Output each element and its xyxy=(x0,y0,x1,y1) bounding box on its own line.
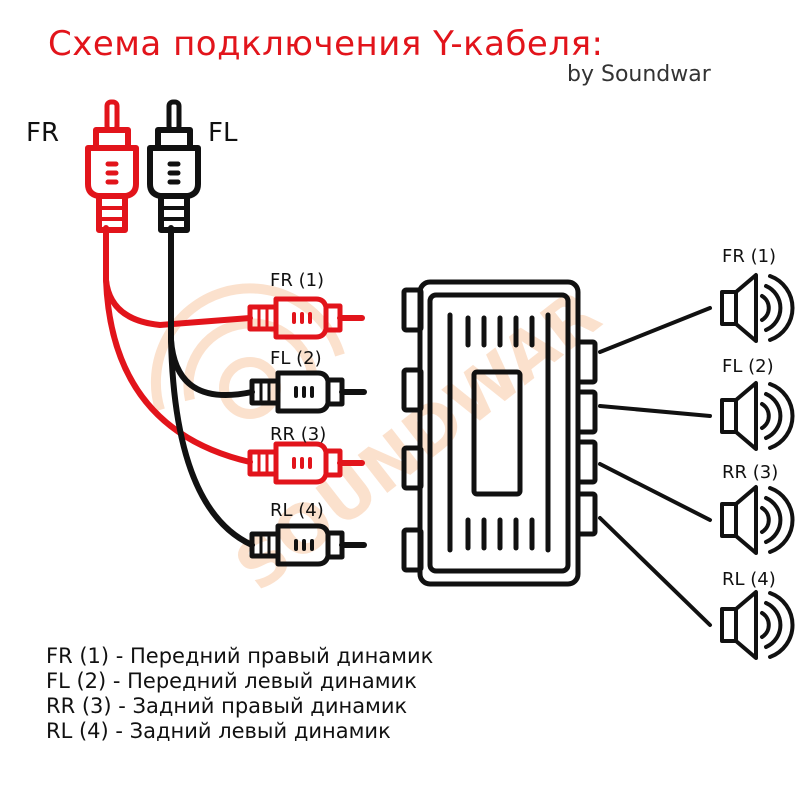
amplifier-icon xyxy=(401,279,598,587)
rca-plug-icon xyxy=(150,102,198,230)
connector-label-fl: FL (2) xyxy=(270,348,322,369)
speaker-label-fr: FR (1) xyxy=(722,246,777,267)
byline: by Soundwar xyxy=(567,62,711,87)
speaker-icon xyxy=(720,590,795,660)
speaker-icon xyxy=(720,273,795,343)
connector-label-fr: FR (1) xyxy=(270,270,325,291)
legend-item: RL (4) - Задний левый динамик xyxy=(46,719,391,743)
legend-item: RR (3) - Задний правый динамик xyxy=(46,694,408,718)
speaker-label-rl: RL (4) xyxy=(722,569,776,590)
legend-item: FR (1) - Передний правый динамик xyxy=(46,644,434,668)
diagram-title: Схема подключения Y-кабеля: xyxy=(48,24,604,64)
speaker-icon xyxy=(720,485,795,555)
speaker-icon xyxy=(720,381,795,451)
input-label-fr: FR xyxy=(26,118,60,148)
speaker-wires xyxy=(598,306,712,627)
input-label-fl: FL xyxy=(208,118,238,148)
connector-fl xyxy=(252,373,364,411)
speaker-label-rr: RR (3) xyxy=(722,462,779,483)
black-cable xyxy=(168,225,255,548)
red-cable xyxy=(103,225,253,465)
speaker-label-fl: FL (2) xyxy=(722,356,774,377)
connector-label-rl: RL (4) xyxy=(270,500,324,521)
legend-item: FL (2) - Передний левый динамик xyxy=(46,669,417,693)
rca-plug-icon xyxy=(88,102,136,230)
connector-label-rr: RR (3) xyxy=(270,424,327,445)
legend: FR (1) - Передний правый динамик FL (2) … xyxy=(46,644,433,744)
